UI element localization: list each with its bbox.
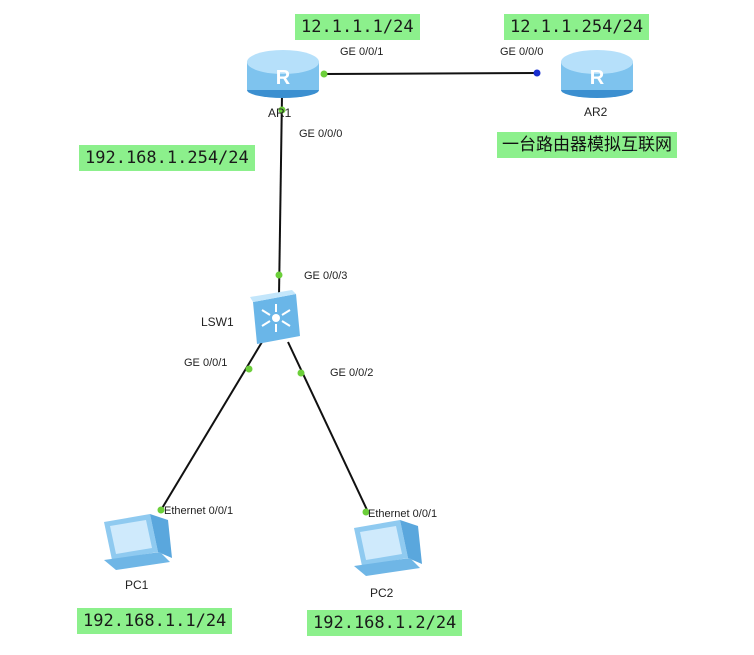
port-label-lsw1-ge001: GE 0/0/1	[184, 357, 228, 369]
port-label-ar2-ge000: GE 0/0/0	[500, 46, 544, 58]
device-name-pc1: PC1	[125, 578, 149, 592]
switch-lsw1-icon[interactable]	[250, 290, 300, 344]
link-ar1-ar2	[323, 72, 538, 75]
port-dot-ar1-ge001	[320, 70, 328, 78]
port-label-lsw1-ge003: GE 0/0/3	[304, 270, 348, 282]
svg-text:R: R	[590, 67, 605, 89]
port-label-ar1-ge000: GE 0/0/0	[299, 128, 343, 140]
port-dot-lsw1-ge001	[245, 365, 253, 373]
ip-label-ar1-lan: 192.168.1.254/24	[79, 145, 255, 171]
device-name-ar1: AR1	[268, 106, 292, 120]
port-dot-ar1-ge000	[278, 106, 286, 114]
port-label-lsw1-ge002: GE 0/0/2	[330, 367, 374, 379]
ip-label-ar1-wan: 12.1.1.1/24	[295, 14, 420, 40]
ip-label-pc2: 192.168.1.2/24	[307, 610, 463, 636]
internet-note: 一台路由器模拟互联网	[497, 132, 677, 158]
router-ar2-icon[interactable]: R	[561, 50, 633, 98]
port-dot-ar2-ge000	[533, 69, 541, 77]
pc2-icon[interactable]	[354, 520, 422, 576]
port-label-pc2-eth: Ethernet 0/0/1	[368, 508, 438, 520]
svg-text:R: R	[276, 67, 291, 89]
port-dot-pc1-eth	[157, 506, 165, 514]
link-lsw1-pc1	[160, 341, 263, 511]
port-dot-pc2-eth	[362, 508, 370, 516]
router-ar1-icon[interactable]: R	[247, 50, 319, 98]
device-name-ar2: AR2	[584, 105, 608, 119]
port-dot-lsw1-ge002	[297, 369, 305, 377]
port-label-ar1-ge001: GE 0/0/1	[340, 46, 384, 58]
pc1-icon[interactable]	[104, 514, 172, 570]
ip-label-pc1: 192.168.1.1/24	[77, 608, 233, 634]
device-name-lsw1: LSW1	[201, 315, 234, 329]
device-name-pc2: PC2	[370, 586, 394, 600]
link-ar1-lsw1	[278, 94, 283, 297]
ip-label-ar2-wan: 12.1.1.254/24	[504, 14, 650, 40]
port-label-pc1-eth: Ethernet 0/0/1	[164, 505, 234, 517]
port-dot-lsw1-ge003	[275, 271, 283, 279]
